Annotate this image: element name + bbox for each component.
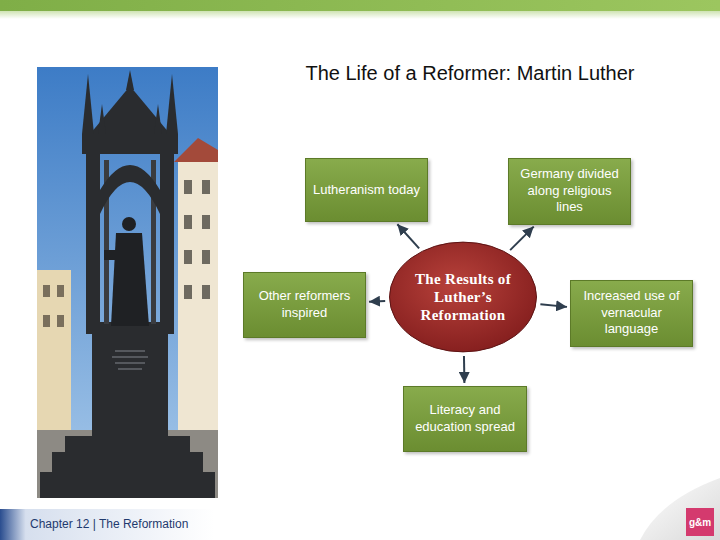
node-text: The Results of Luther’s Reformation — [407, 270, 519, 324]
result-box: Other reformers inspired — [243, 272, 366, 338]
node-text: Other reformers inspired — [250, 288, 359, 322]
node-text: Literacy and education spread — [410, 402, 520, 436]
logo-square — [686, 508, 714, 536]
node-text: Increased use of vernacular language — [577, 288, 686, 339]
arrow-connector — [510, 227, 534, 250]
arrow-connector — [369, 300, 385, 303]
page-curl — [640, 478, 720, 540]
result-box: Lutheranism today — [305, 158, 428, 222]
result-box: Literacy and education spread — [403, 386, 527, 452]
slide-title: The Life of a Reformer: Martin Luther — [230, 62, 710, 85]
arrow-connector — [463, 356, 465, 383]
arrow-connector — [397, 224, 419, 248]
result-box: Increased use of vernacular language — [570, 280, 693, 347]
top-bar — [0, 0, 720, 11]
node-text: Lutheranism today — [313, 182, 420, 199]
top-bar-fade — [0, 11, 720, 19]
result-ellipse: The Results of Luther’s Reformation — [388, 241, 538, 353]
node-text: Germany divided along religious lines — [515, 166, 624, 217]
arrow-connector — [540, 304, 567, 307]
statue-photo — [37, 67, 218, 498]
publisher-logo-text: g&m — [686, 508, 714, 536]
footer-band — [0, 509, 214, 540]
chapter-footer: Chapter 12 | The Reformation — [30, 517, 188, 531]
result-box: Germany divided along religious lines — [508, 158, 631, 225]
